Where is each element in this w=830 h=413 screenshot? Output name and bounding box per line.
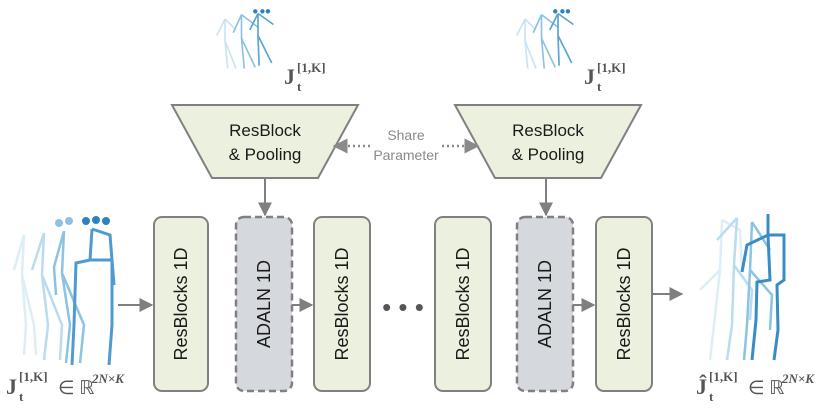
- input-symbol: J: [6, 374, 17, 399]
- encoder-right: ResBlock & Pooling: [453, 104, 643, 179]
- skeleton-output: [699, 214, 786, 361]
- skeleton-input: [12, 216, 116, 366]
- block-label: ADALN 1D: [254, 260, 274, 348]
- block-label: ResBlocks 1D: [453, 247, 473, 360]
- output-domain-sup: 2N×K: [781, 371, 815, 386]
- block-resblocks-3: ResBlocks 1D: [434, 216, 492, 392]
- output-domain: ∈ ℝ: [748, 378, 784, 399]
- block-label: ADALN 1D: [535, 260, 555, 348]
- block-resblocks-1: ResBlocks 1D: [153, 216, 209, 392]
- encoder-left-line1: ResBlock: [229, 121, 301, 140]
- cond-sub-right: t: [597, 79, 602, 94]
- input-domain-sup: 2N×K: [91, 371, 125, 386]
- cond-sup-left: [1,K]: [297, 60, 326, 75]
- encoder-left-line2: & Pooling: [229, 145, 302, 164]
- block-label: ResBlocks 1D: [614, 247, 634, 360]
- encoder-left: ResBlock & Pooling: [170, 104, 360, 179]
- output-sub: t: [709, 389, 714, 404]
- block-resblocks-4: ResBlocks 1D: [595, 216, 653, 392]
- skeleton-condition-left: [216, 9, 274, 69]
- share-parameter: Share Parameter: [332, 127, 480, 163]
- skeleton-condition-right: [516, 9, 574, 69]
- input-formula: J t [1,K] ∈ ℝ 2N×K: [6, 369, 125, 404]
- cond-sup-right: [1,K]: [597, 60, 626, 75]
- output-formula: Ĵ t [1,K] ∈ ℝ 2N×K: [696, 369, 815, 404]
- cond-formula-left: J t [1,K]: [284, 60, 326, 94]
- cond-formula-right: J t [1,K]: [584, 60, 626, 94]
- block-label: ResBlocks 1D: [171, 247, 191, 360]
- share-label-line1: Share: [387, 127, 425, 143]
- cond-symbol-left: J: [284, 64, 295, 89]
- ellipsis: • • •: [382, 292, 424, 322]
- input-sub: t: [19, 389, 24, 404]
- encoder-right-line2: & Pooling: [512, 145, 585, 164]
- input-sup: [1,K]: [19, 369, 48, 384]
- output-symbol: Ĵ: [696, 374, 707, 399]
- share-label-line2: Parameter: [373, 147, 439, 163]
- block-adaln-2: ADALN 1D: [515, 215, 575, 393]
- block-adaln-1: ADALN 1D: [234, 215, 294, 393]
- cond-symbol-right: J: [584, 64, 595, 89]
- encoder-right-line1: ResBlock: [512, 121, 584, 140]
- output-sup: [1,K]: [709, 369, 738, 384]
- block-label: ResBlocks 1D: [332, 247, 352, 360]
- cond-sub-left: t: [297, 79, 302, 94]
- input-domain: ∈ ℝ: [58, 378, 94, 399]
- block-resblocks-2: ResBlocks 1D: [313, 216, 371, 392]
